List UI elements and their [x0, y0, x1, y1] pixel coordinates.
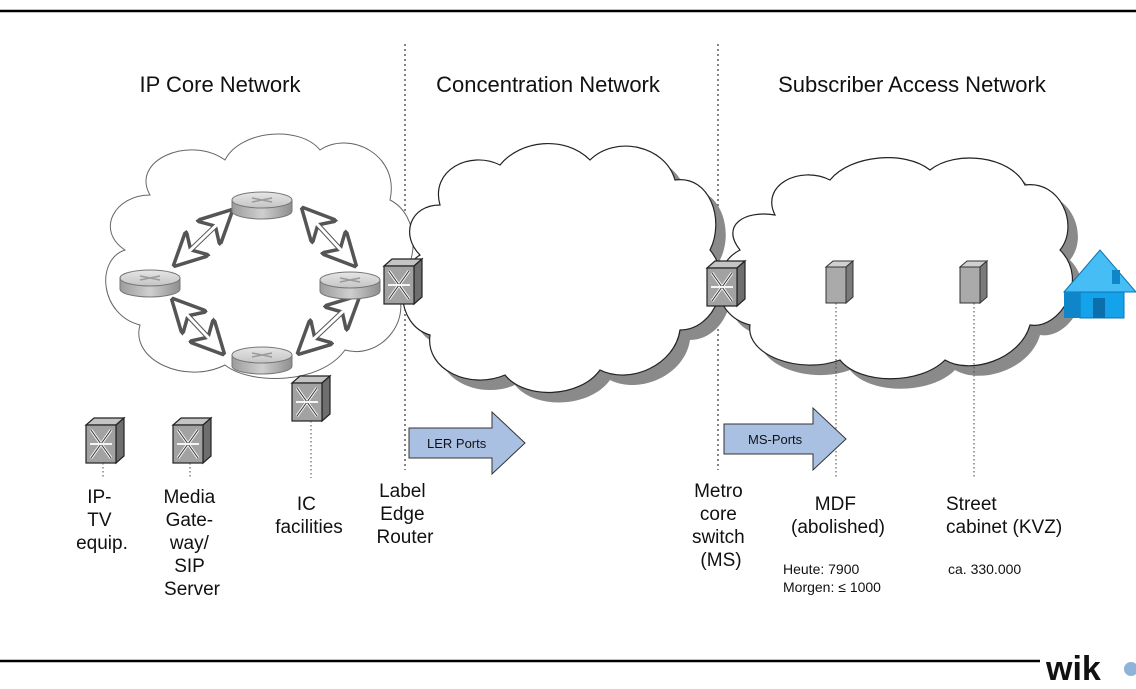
logo-text: wik — [1045, 650, 1101, 688]
router-icon — [319, 271, 381, 300]
mdf-cabinet-icon — [825, 260, 854, 304]
label-mdf: MDF (abolished) — [791, 494, 885, 538]
section-title-access: Subscriber Access Network — [778, 72, 1047, 97]
label-iptv: IP- TV equip. — [76, 487, 128, 554]
kvz-count: ca. 330.000 — [948, 561, 1021, 577]
router-icon — [231, 346, 293, 375]
router-icon — [119, 269, 181, 298]
section-title-core: IP Core Network — [140, 72, 302, 97]
media-gateway-switch-icon — [171, 416, 213, 465]
block-arrow-icon — [723, 406, 847, 472]
metro-core-switch-icon — [705, 259, 747, 308]
wik-logo: wik — [1045, 650, 1136, 688]
concentration-cloud — [401, 142, 732, 403]
ler-ports-arrow: LER Ports — [408, 410, 526, 476]
ler-ports-label: LER Ports — [427, 436, 487, 451]
label-ic-facilities: IC facilities — [275, 494, 343, 538]
label-street-cabinet: Street cabinet (KVZ) — [946, 494, 1062, 538]
label-label-edge-router: Label Edge Router — [376, 481, 434, 548]
router-icon — [231, 191, 293, 220]
bidirectional-arrow-icon — [176, 212, 230, 264]
ms-ports-arrow: MS-Ports — [723, 406, 847, 472]
access-cloud — [718, 157, 1083, 389]
house-icon — [1062, 249, 1136, 319]
bidirectional-arrow-icon — [304, 210, 354, 264]
ic-switch-icon — [290, 374, 332, 423]
section-title-concentration: Concentration Network — [436, 72, 661, 97]
logo-mark-icon — [1124, 662, 1136, 676]
bidirectional-arrow-icon — [174, 301, 222, 352]
street-cabinet-icon — [959, 260, 988, 304]
drop-lines — [102, 303, 975, 478]
label-edge-router-switch-icon — [382, 257, 424, 306]
ms-ports-label: MS-Ports — [748, 432, 803, 447]
ip-core-cloud — [105, 133, 414, 379]
bidirectional-arrow-icon — [300, 298, 357, 352]
mdf-counts: Heute: 7900 Morgen: ≤ 1000 — [783, 561, 881, 595]
label-media-gateway: Media Gate- way/ SIP Server — [163, 487, 220, 600]
iptv-switch-icon — [84, 416, 126, 465]
block-arrow-icon — [408, 410, 526, 476]
label-metro-core-switch: Metro core switch (MS) — [692, 481, 750, 571]
